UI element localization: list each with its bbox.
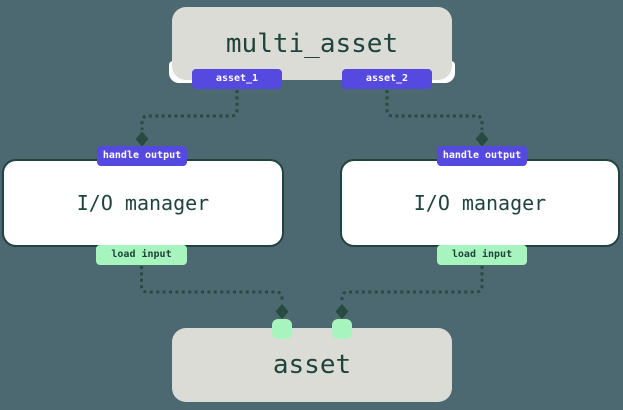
- multi-asset-label: multi_asset: [225, 28, 399, 59]
- io-right-handle-output-badge[interactable]: handle output: [437, 146, 527, 166]
- asset-input-port-right[interactable]: [332, 319, 352, 339]
- output-port-badge-asset-1[interactable]: asset_1: [192, 69, 282, 89]
- diamond-arrowhead-icon: [135, 131, 149, 147]
- io-right-load-input-badge[interactable]: load input: [437, 245, 527, 265]
- node-asset[interactable]: asset: [172, 328, 452, 402]
- diamond-arrowhead-icon: [475, 131, 489, 147]
- asset-label: asset: [272, 350, 352, 380]
- io-left-load-input-badge[interactable]: load input: [96, 245, 187, 265]
- dashed-wire: [140, 90, 239, 130]
- edge-io-right-to-asset: [335, 266, 484, 319]
- node-io-manager-right[interactable]: I/O manager: [340, 159, 620, 247]
- node-io-manager-left[interactable]: I/O manager: [2, 159, 284, 247]
- dashed-wire: [140, 266, 284, 303]
- asset-input-port-left[interactable]: [272, 319, 292, 339]
- diamond-arrowhead-icon: [275, 304, 289, 319]
- diamond-arrowhead-icon: [335, 304, 349, 319]
- io-left-handle-output-badge[interactable]: handle output: [97, 146, 187, 166]
- edge-asset2-to-io-right: [385, 90, 489, 147]
- io-manager-left-label: I/O manager: [76, 191, 210, 215]
- dashed-wire: [340, 266, 484, 303]
- dashed-wire: [385, 90, 484, 130]
- edge-io-left-to-asset: [140, 266, 289, 319]
- io-manager-right-label: I/O manager: [413, 191, 547, 215]
- output-port-badge-asset-2[interactable]: asset_2: [342, 69, 432, 89]
- edge-asset1-to-io-left: [135, 90, 239, 147]
- node-multi-asset[interactable]: multi_asset: [172, 7, 452, 80]
